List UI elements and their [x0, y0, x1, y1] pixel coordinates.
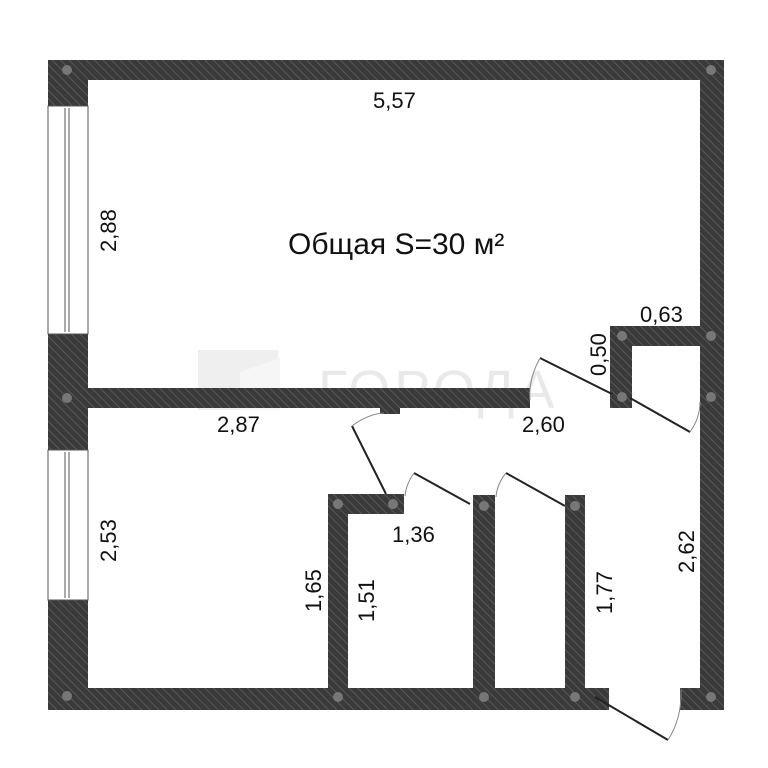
door-entrance [594, 689, 682, 741]
dim-partition-right: 2,60 [522, 412, 565, 437]
dim-top-width: 5,57 [373, 88, 416, 113]
wall-bottom-left [48, 688, 600, 710]
structural-nodes [62, 65, 716, 702]
dim-bath-inner: 1,51 [354, 579, 379, 622]
wall-right [700, 60, 724, 324]
door-bath [404, 472, 471, 505]
dim-closet-depth: 0,50 [586, 333, 611, 376]
dim-partition-left: 2,87 [217, 412, 260, 437]
dim-bath-width: 1,36 [392, 522, 435, 547]
door-room2 [351, 412, 387, 495]
window-bottom [47, 449, 89, 601]
bath-left [328, 494, 348, 690]
wall-left-mid [48, 334, 88, 450]
watermark: ГОРОДА [198, 350, 554, 420]
door-closet [629, 397, 701, 433]
dim-wc-length: 1,77 [592, 571, 617, 614]
door-room1 [529, 357, 613, 401]
dim-bath-outer: 1,65 [301, 569, 326, 612]
partition-wall [88, 388, 530, 408]
partition-stub [380, 408, 400, 414]
wall-top [48, 60, 724, 80]
interior-walls [88, 326, 700, 710]
outer-walls [48, 60, 724, 710]
closet-left [610, 326, 632, 408]
window-top [47, 105, 89, 335]
dim-room1-height: 2,88 [96, 209, 121, 252]
dim-hall-length: 2,62 [674, 530, 699, 573]
door-wc [495, 472, 566, 507]
wall-bottom-right [680, 688, 724, 710]
dim-room2-height: 2,53 [96, 519, 121, 562]
wc-left [473, 495, 495, 690]
total-area-label: Общая S=30 м² [288, 228, 504, 261]
closet-top [610, 326, 700, 346]
wc-right [565, 495, 585, 690]
dim-closet-width: 0,63 [640, 302, 683, 327]
doors [351, 357, 701, 741]
wall-right-lower [700, 324, 724, 690]
